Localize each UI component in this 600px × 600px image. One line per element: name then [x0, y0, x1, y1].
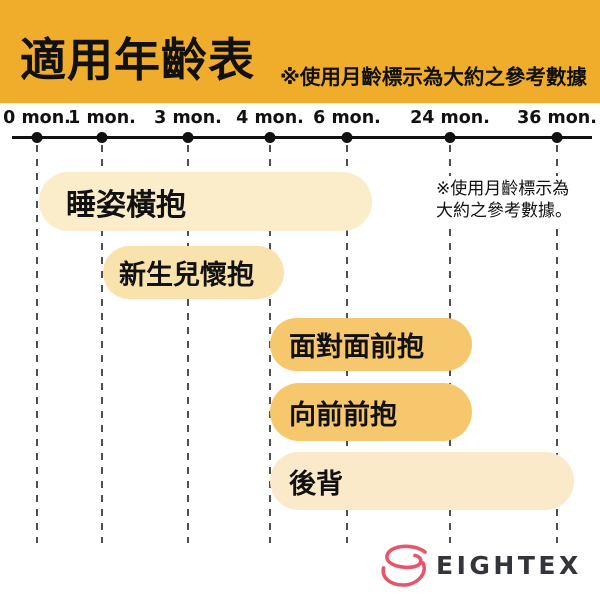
bar-newborn-hold: 新生兒懷抱 [103, 246, 284, 299]
tick-dot-icon [96, 132, 108, 143]
bar-back-carry: 後背 [270, 452, 574, 510]
bar-face-to-face-front-carry: 面對面前抱 [270, 318, 472, 371]
brand-logo: EIGHTEX [378, 542, 588, 588]
tick-dot-icon [264, 132, 276, 143]
tick-label: 0 mon. [3, 108, 71, 128]
bar-cradle-hold: 睡姿橫抱 [39, 172, 372, 231]
timeline-axis [12, 136, 592, 139]
tick-gridline [101, 145, 103, 543]
bar-label: 面對面前抱 [289, 332, 424, 363]
tick-label: 3 mon. [154, 108, 222, 128]
tick-label: 24 mon. [410, 108, 490, 128]
tick-gridline [556, 145, 558, 543]
tick-label: 6 mon. [313, 108, 381, 128]
tick-gridline [187, 145, 189, 543]
tick-dot-icon [341, 132, 353, 143]
header: 適用年齡表 ※使用月齡標示為大約之參考數據 [0, 0, 600, 103]
tick-label: 1 mon. [68, 108, 136, 128]
tick-dot-icon [182, 132, 194, 143]
bar-forward-facing-front-carry: 向前前抱 [270, 383, 472, 441]
disclaimer-line1: ※使用月齡標示為 [436, 179, 570, 199]
tick-gridline [36, 145, 38, 543]
disclaimer-note: ※使用月齡標示為 大約之參考數據。 [433, 176, 575, 224]
bar-label: 後背 [289, 468, 343, 500]
brand-name: EIGHTEX [436, 551, 582, 580]
bar-label: 睡姿橫抱 [66, 187, 186, 223]
header-disclaimer: ※使用月齡標示為大約之參考數據 [280, 65, 587, 89]
tick-label: 4 mon. [236, 108, 304, 128]
disclaimer-line2: 大約之參考數據。 [436, 201, 572, 221]
tick-dot-icon [551, 132, 563, 143]
bar-label: 向前前抱 [289, 399, 397, 431]
bar-label: 新生兒懷抱 [119, 260, 254, 291]
page-title: 適用年齡表 [20, 33, 255, 87]
tick-dot-icon [444, 132, 456, 143]
tick-label: 36 mon. [517, 108, 597, 128]
tick-dot-icon [31, 132, 43, 143]
eightex-e-swirl-icon [381, 544, 427, 587]
